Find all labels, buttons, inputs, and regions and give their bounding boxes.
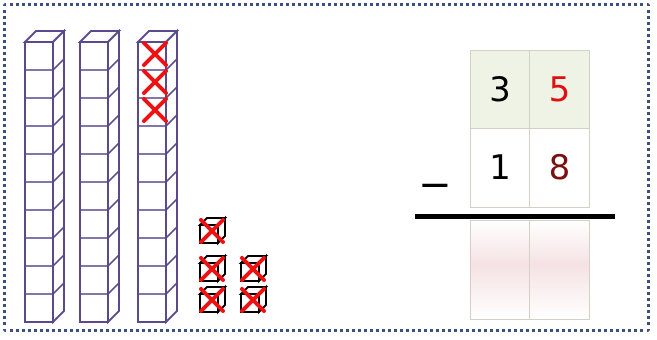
bottom-ones-digit: 8 (529, 128, 590, 208)
crossed-cube-mark (240, 256, 266, 282)
top-ones-digit: 5 (529, 50, 590, 129)
minus-sign: − (418, 162, 452, 208)
tens-rod (135, 28, 180, 325)
bottom-tens-digit: 1 (470, 128, 530, 208)
crossed-unit-mark (142, 97, 168, 123)
answer-line (415, 214, 615, 219)
crossed-unit-mark (142, 69, 168, 95)
worksheet-frame (3, 3, 650, 332)
crossed-cube-mark (240, 287, 266, 313)
crossed-cube-mark (199, 256, 225, 282)
subtraction-table: 3 5 1 8 (470, 50, 590, 320)
top-tens-digit: 3 (470, 50, 530, 129)
crossed-unit-mark (142, 41, 168, 67)
tens-rod (77, 28, 122, 325)
tens-rod (22, 28, 67, 325)
answer-tens-cell[interactable] (470, 220, 530, 320)
crossed-cube-mark (199, 218, 225, 244)
answer-ones-cell[interactable] (529, 220, 590, 320)
crossed-cube-mark (199, 287, 225, 313)
